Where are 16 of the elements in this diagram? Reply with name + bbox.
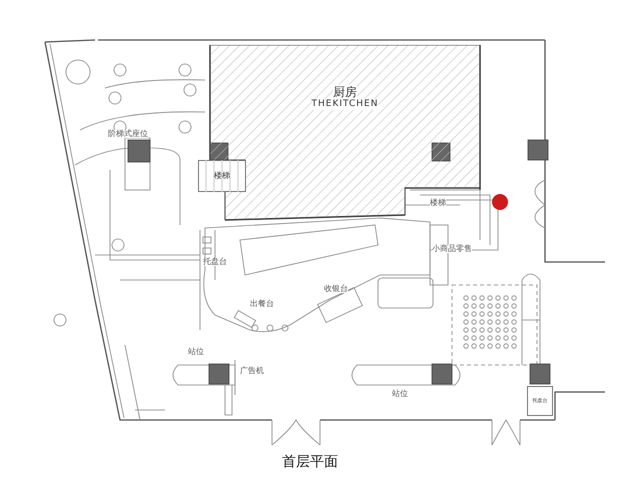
area-label: 楼梯	[214, 171, 230, 181]
room-title: 厨房	[333, 84, 357, 100]
standing-area-label: 站位	[188, 348, 204, 356]
stair-label: 楼梯	[430, 199, 446, 207]
tray-table-label: 托盘台	[203, 258, 227, 266]
serving-counter-label: 出餐台	[250, 300, 274, 308]
retail-label: 小商品零售	[432, 245, 472, 253]
stair-area	[198, 160, 246, 192]
plan-title: 首层平面	[282, 455, 338, 469]
tray-table	[527, 386, 553, 416]
room-subtitle: THEKITCHEN	[312, 99, 378, 110]
standing-area-label: 站位	[392, 390, 408, 398]
cashier-label: 收银台	[324, 285, 348, 293]
kitchen-area	[210, 45, 480, 220]
seating-label: 阶梯式座位	[108, 130, 148, 138]
ad-screen-label: 广告机	[240, 367, 264, 375]
